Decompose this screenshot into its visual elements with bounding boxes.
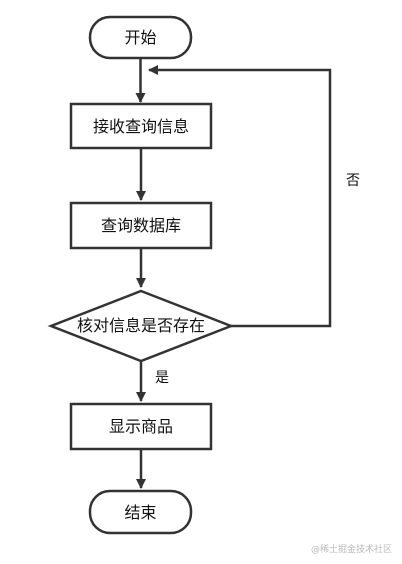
yes-branch-label: 是: [155, 370, 169, 386]
start-label: 开始: [124, 28, 156, 47]
start-node: 开始: [88, 15, 193, 60]
no-branch-label: 否: [346, 173, 360, 189]
watermark-text: @稀土掘金技术社区: [311, 543, 392, 555]
show-product-label: 显示商品: [109, 417, 173, 436]
receive-query-label: 接收查询信息: [93, 117, 189, 136]
decision-node: 核对信息是否存在: [47, 289, 235, 363]
decision-label: 核对信息是否存在: [77, 316, 205, 335]
receive-query-node: 接收查询信息: [69, 102, 213, 150]
query-database-node: 查询数据库: [69, 201, 213, 250]
end-node: 结束: [88, 489, 193, 535]
show-product-node: 显示商品: [69, 402, 213, 451]
arrow-no-loop-back: [148, 65, 332, 328]
query-database-label: 查询数据库: [101, 216, 181, 235]
end-label: 结束: [124, 503, 156, 522]
